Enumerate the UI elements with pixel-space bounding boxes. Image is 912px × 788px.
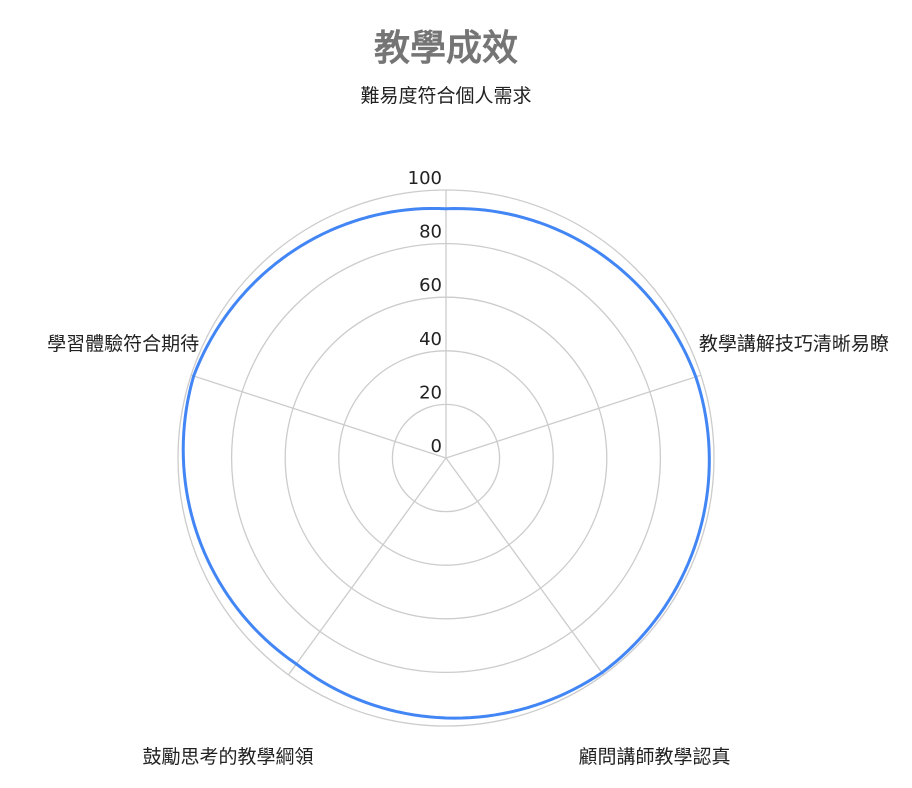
spoke-line <box>191 375 446 458</box>
spoke-line <box>446 458 604 675</box>
tick-label: 100 <box>408 168 442 189</box>
tick-label: 80 <box>419 222 442 243</box>
axis-label: 教學講解技巧清晰易瞭 <box>699 333 889 355</box>
spoke-line <box>446 375 701 458</box>
axis-label: 顧問講師教學認真 <box>579 746 731 768</box>
axis-label: 鼓勵思考的教學綱領 <box>142 746 313 768</box>
chart-title: 教學成效 <box>374 28 518 69</box>
spoke-line <box>288 458 446 675</box>
tick-label: 20 <box>419 382 442 403</box>
tick-label: 40 <box>419 329 442 350</box>
tick-label: 60 <box>419 275 442 296</box>
axis-label: 難易度符合個人需求 <box>360 85 531 107</box>
tick-label: 0 <box>431 436 442 457</box>
axis-label: 學習體驗符合期待 <box>47 333 199 355</box>
